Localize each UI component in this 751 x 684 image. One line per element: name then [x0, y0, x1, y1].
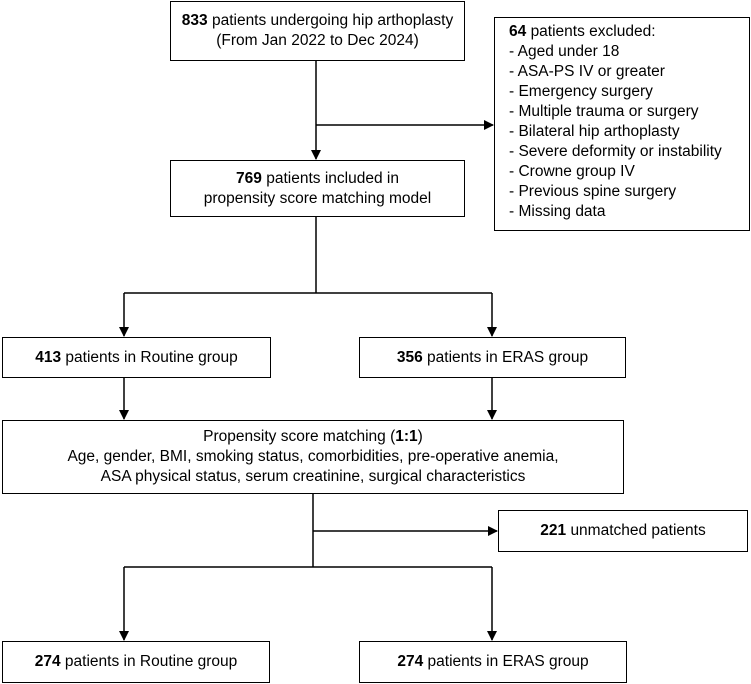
box-eras-group-before: 356 patients in ERAS group — [359, 337, 626, 378]
total-label: patients undergoing hip arthoplasty — [211, 12, 454, 29]
box-eras-group-after: 274 patients in ERAS group — [359, 641, 627, 683]
eras-before-label: patients in ERAS group — [427, 348, 589, 366]
routine-after-label: patients in Routine group — [64, 653, 238, 670]
box-excluded-patients: 64 patients excluded: Aged under 18 ASA-… — [494, 17, 750, 231]
box-routine-group-after: 274 patients in Routine group — [2, 641, 270, 683]
exclusion-item: Bilateral hip arthoplasty — [509, 122, 749, 142]
routine-before-text: 413 patients in Routine group — [35, 348, 238, 368]
total-line2: (From Jan 2022 to Dec 2024) — [216, 32, 419, 49]
exclusion-item: Previous spine surgery — [509, 182, 749, 202]
total-count: 833 — [181, 12, 208, 29]
box-total-patients: 833 patients undergoing hip arthoplasty … — [170, 1, 465, 61]
eras-after-text: 274 patients in ERAS group — [397, 652, 588, 672]
included-label: patients included in — [266, 169, 399, 187]
routine-before-label: patients in Routine group — [65, 348, 238, 366]
box-included-patients: 769 patients included in propensity scor… — [170, 160, 465, 217]
exclusion-item: Missing data — [509, 202, 749, 222]
matching-title-text: Propensity score matching ( — [203, 428, 396, 445]
routine-after-count: 274 — [34, 653, 61, 670]
exclusion-item: Multiple trauma or surgery — [509, 102, 749, 122]
eras-before-text: 356 patients in ERAS group — [397, 348, 588, 368]
exclusion-item: ASA-PS IV or greater — [509, 62, 749, 82]
matching-title-end: ) — [417, 428, 423, 445]
included-line2: propensity score matching model — [203, 189, 432, 207]
box-unmatched-patients: 221 unmatched patients — [498, 510, 748, 552]
total-line1: 833 patients undergoing hip arthoplasty — [182, 11, 453, 31]
excluded-count: 64 — [509, 23, 527, 40]
unmatched-count: 221 — [540, 522, 567, 539]
matching-title: Propensity score matching (1:1) — [203, 427, 423, 447]
exclusion-item: Emergency surgery — [509, 82, 749, 102]
included-line1: 769 patients included in — [236, 169, 399, 189]
included-count: 769 — [236, 169, 262, 187]
matching-ratio: 1:1 — [395, 428, 418, 445]
routine-before-count: 413 — [35, 348, 62, 366]
unmatched-text: 221 unmatched patients — [540, 521, 705, 541]
box-propensity-matching: Propensity score matching (1:1) Age, gen… — [2, 420, 624, 494]
eras-after-count: 274 — [397, 653, 424, 670]
box-routine-group-before: 413 patients in Routine group — [2, 337, 271, 378]
exclusion-item: Aged under 18 — [509, 42, 749, 62]
exclusion-list: Aged under 18 ASA-PS IV or greater Emerg… — [509, 42, 749, 222]
routine-after-text: 274 patients in Routine group — [35, 652, 238, 672]
matching-covariates-line1: Age, gender, BMI, smoking status, comorb… — [67, 448, 559, 465]
unmatched-label: unmatched patients — [570, 522, 706, 539]
eras-after-label: patients in ERAS group — [427, 653, 589, 670]
eras-before-count: 356 — [396, 348, 423, 366]
matching-covariates-line2: ASA physical status, serum creatinine, s… — [100, 468, 526, 485]
excluded-heading: 64 patients excluded: — [509, 22, 749, 42]
exclusion-item: Severe deformity or instability — [509, 142, 749, 162]
excluded-heading-label: patients excluded: — [530, 23, 656, 40]
exclusion-item: Crowne group IV — [509, 162, 749, 182]
